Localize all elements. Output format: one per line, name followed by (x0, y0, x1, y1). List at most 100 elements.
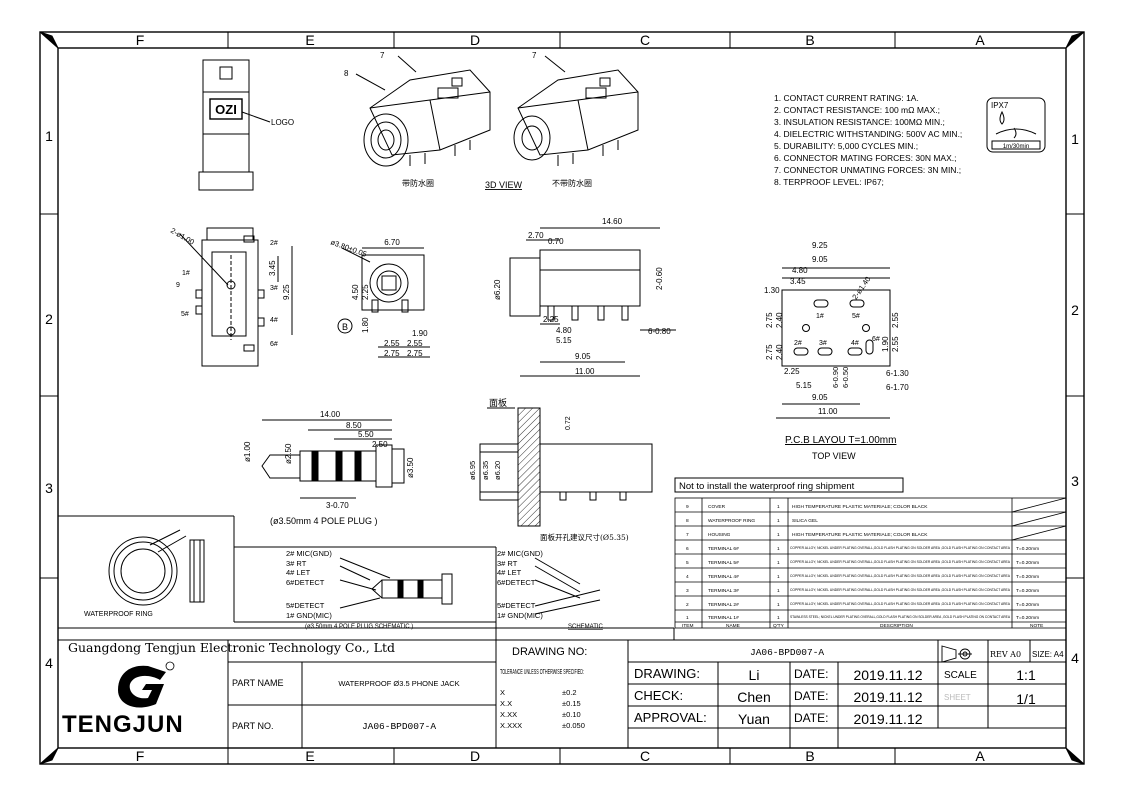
tol-xxx: X.XX (500, 710, 517, 719)
bom-table: Not to install the waterproof ring shipm… (674, 477, 1067, 629)
water-drop-icon (999, 110, 1005, 125)
tol-xx: X.X (500, 699, 512, 708)
bom-r9-item: 9 (686, 504, 689, 510)
sch-l-pin6: 6#DETECT (286, 578, 325, 587)
dim-2-060: 2-0.60 (655, 267, 664, 290)
pcb-2-phi140: 2-ø1.40 (850, 275, 872, 301)
ipx7-badge: IPX7 1m/30min (986, 97, 1046, 153)
bom-r5-name: TERMINAL 5# (708, 560, 739, 566)
item-9-label: 9 (176, 282, 180, 289)
bom-r5-desc: COPPER ALLOY; NICKEL UNDER PLATING OVERA… (790, 559, 1010, 564)
pcb-top-view: TOP VIEW (812, 451, 856, 461)
bom-header-item: ITEM (682, 623, 693, 629)
part-name-label: PART NAME (232, 678, 284, 688)
bom-r6-desc: COPPER ALLOY; NICKEL UNDER PLATING OVERA… (790, 545, 1010, 550)
dim-225: 2.25 (361, 284, 370, 300)
bom-header-name: NAME (726, 623, 740, 629)
zone-bottom-e: E (305, 748, 314, 764)
part-no-label: PART NO. (232, 721, 274, 731)
zone-left-1: 1 (45, 128, 53, 144)
pcb-480: 4.80 (792, 266, 808, 275)
sch-l-pin5: 5#DETECT (286, 601, 325, 610)
pcb-130: 1.30 (764, 286, 780, 295)
plug-850: 8.50 (346, 421, 362, 430)
approval-label: APPROVAL: (634, 710, 707, 725)
plug-drawing: 14.00 8.50 5.50 2.50 ø1.00 ø2.50 ø3.50 3… (243, 410, 415, 510)
pcb-240-b: 2.40 (775, 344, 784, 360)
dim-2-phi100: 2-ø1.00 (169, 226, 196, 247)
brand-name: TENGJUN (62, 711, 184, 738)
pcb-6-130: 6-1.30 (886, 369, 909, 378)
zone-top-a: A (975, 32, 985, 48)
specifications-list: 1. CONTACT CURRENT RATING: 1A. 2. CONTAC… (774, 93, 962, 187)
dim-670: 6.70 (384, 238, 400, 247)
zone-labels: F E D C B A F E D C B A 1 2 3 4 1 2 3 4 (45, 32, 1079, 764)
sch-r-pin1: 1# GND(MIC) (497, 611, 543, 620)
ipx7-title: IPX7 (991, 101, 1009, 110)
pin-3-label: 3# (270, 285, 278, 292)
spec-7: 7. CONNECTOR UNMATING FORCES: 3N MIN.; (774, 165, 961, 175)
bom-r5-qty: 1 (777, 560, 780, 566)
pcb-255: 2.55 (891, 312, 900, 328)
front-view-logo: OZI LOGO (198, 59, 294, 191)
schematic-caption: SCHEMATIC (568, 624, 604, 630)
bom-r6-name: TERMINAL 6# (708, 546, 739, 552)
ipx7-subtitle: 1m/30min (1003, 144, 1029, 150)
callout-8-a: 8 (344, 69, 349, 78)
part-no-value: JA06-BPD007-A (362, 721, 436, 732)
tol-xxxx-val: ±0.050 (562, 721, 585, 730)
drawing-no-label: DRAWING NO: (512, 646, 587, 658)
side-view-profile: 14.60 2.70 0.70 ø6.20 2-0.60 2.25 4.80 5… (493, 217, 676, 377)
bom-r9-qty: 1 (777, 504, 780, 510)
dim-phi380: ø3.80±0.05 (329, 237, 368, 258)
tengjun-logo: TENGJUN (62, 661, 184, 738)
date-label-1: DATE: (794, 667, 828, 681)
section-072: 0.72 (565, 416, 572, 430)
schematic-pin-labels-left: 2# MIC(GND) 3# RT 4# LET 6#DETECT 5#DETE… (286, 549, 332, 620)
bom-header-qty: Q'TY (773, 623, 785, 629)
spec-6: 6. CONNECTOR MATING FORCES: 30N MAX.; (774, 153, 956, 163)
bom-r1-item: 1 (686, 615, 689, 621)
bom-r4-name: TERMINAL 4# (708, 574, 739, 580)
date-label-3: DATE: (794, 711, 828, 725)
pcb-layout: 9.25 9.05 4.80 3.45 1.30 2-ø1.40 1# 5# 2… (764, 241, 909, 419)
rev-label: REV A0 (990, 650, 1021, 659)
check-label: CHECK: (634, 688, 683, 703)
dim-480: 4.80 (556, 326, 572, 335)
bom-note: Not to install the waterproof ring shipm… (679, 481, 855, 492)
sheet-meta: REV A0 SIZE: A4 SCALE 1:1 SHEET 1/1 (941, 645, 1064, 707)
pcb-225: 2.25 (784, 367, 800, 376)
plug-1400: 14.00 (320, 410, 341, 419)
bom-r9-desc: HIGH TEMPERATURE PLASTIC MATERIALE; COLO… (792, 504, 928, 510)
bom-r4-item: 4 (686, 574, 689, 580)
zone-right-3: 3 (1071, 473, 1079, 489)
spec-2: 2. CONTACT RESISTANCE: 100 mΩ MAX.; (774, 105, 940, 115)
bom-r4-desc: COPPER ALLOY; NICKEL UNDER PLATING OVERA… (790, 573, 1010, 578)
pin-2-label: 2# (270, 240, 278, 247)
plug-3-070: 3-0.70 (326, 501, 349, 510)
bottom-view-pins: 2-ø1.00 2# 1# 9 5# 3# 4# 6# 3.45 9.25 (169, 226, 293, 367)
pcb-1100: 11.00 (818, 407, 838, 416)
without-ring-label: 不带防水圈 (552, 178, 592, 188)
logo-mark: OZI (215, 102, 237, 117)
pcb-240: 2.40 (775, 312, 784, 328)
pcb-pin-6: 6# (872, 336, 880, 343)
drawing-by: Li (749, 667, 760, 683)
bom-r2-desc: COPPER ALLOY; NICKEL UNDER PLATING OVERA… (790, 601, 1010, 606)
dim-180: 1.80 (361, 317, 370, 333)
bom-r6-note: T=0.20mm (1016, 546, 1039, 552)
dim-270: 2.70 (528, 231, 544, 240)
3d-view-with-ring: 8 7 带防水圈 (344, 51, 491, 188)
pcb-905: 9.05 (812, 255, 828, 264)
pcb-345: 3.45 (790, 277, 806, 286)
plug-schematic-caption: (ø3.50mm 4 POLE PLUG SCHEMATIC ) (305, 624, 413, 630)
pcb-190: 1.90 (881, 336, 890, 352)
bom-r1-note: T=0.20mm (1016, 615, 1039, 621)
zone-right-2: 2 (1071, 302, 1079, 318)
sheet-value: 1/1 (1016, 691, 1036, 707)
bom-r3-note: T=0.20mm (1016, 588, 1039, 594)
dim-255: 2.55 (384, 339, 400, 348)
sch-l-pin3: 3# RT (286, 559, 307, 568)
sch-l-pin2: 2# MIC(GND) (286, 549, 332, 558)
